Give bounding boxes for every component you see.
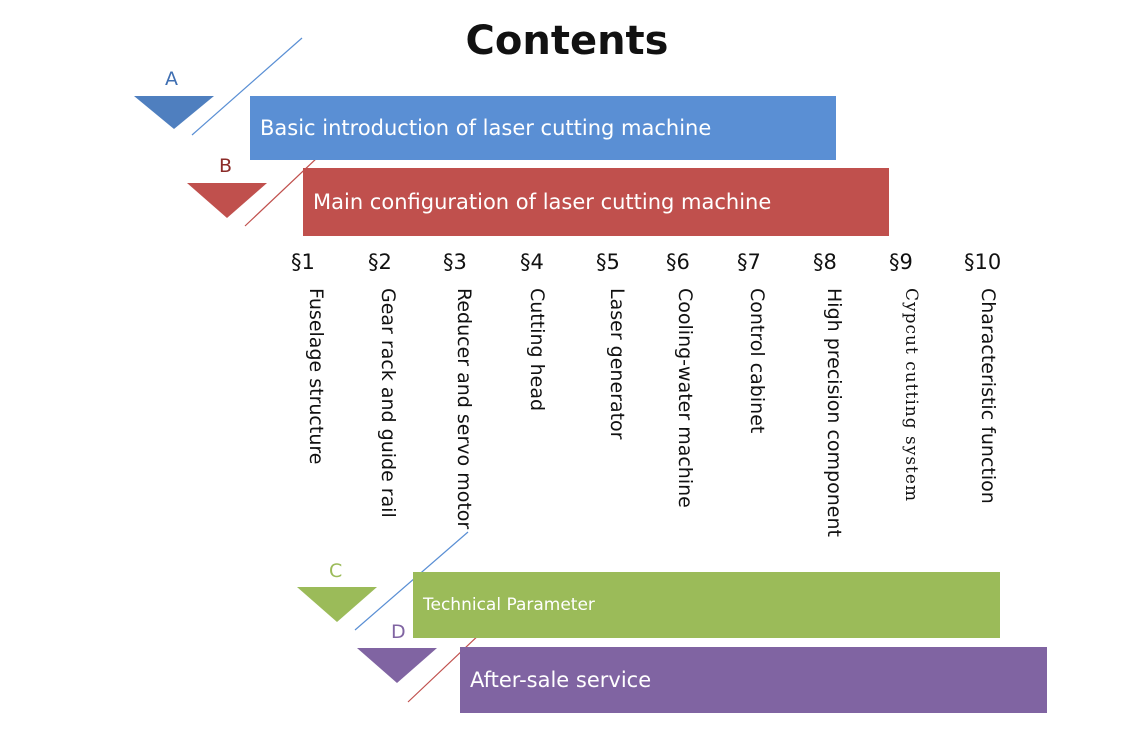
section-a-band[interactable]: Basic introduction of laser cutting mach… (250, 96, 836, 160)
item-4-number: §4 (520, 250, 544, 274)
item-10-number: §10 (964, 250, 1002, 274)
section-b-label: Main configuration of laser cutting mach… (313, 190, 772, 214)
item-1-number: §1 (291, 250, 315, 274)
section-b-triangle-icon (187, 183, 267, 218)
item-5-number: §5 (596, 250, 620, 274)
section-d-letter: D (391, 621, 406, 643)
section-a-triangle-icon (134, 96, 214, 129)
section-a-label: Basic introduction of laser cutting mach… (260, 116, 712, 140)
item-8-label[interactable]: High precision component (823, 288, 845, 537)
item-1-label[interactable]: Fuselage structure (305, 288, 327, 465)
item-8-number: §8 (813, 250, 837, 274)
item-9-label[interactable]: Cypcut cutting system (901, 288, 921, 503)
section-c-triangle-icon (297, 587, 377, 622)
item-4-label[interactable]: Cutting head (526, 288, 548, 412)
section-b-letter: B (219, 155, 233, 177)
item-6-number: §6 (666, 250, 690, 274)
item-5-label[interactable]: Laser generator (606, 288, 628, 440)
section-d-triangle-icon (357, 648, 437, 683)
section-b-band[interactable]: Main configuration of laser cutting mach… (303, 168, 889, 236)
section-c-band[interactable]: Technical Parameter (413, 572, 1000, 638)
item-10-label[interactable]: Characteristic function (977, 288, 999, 504)
item-9-number: §9 (889, 250, 913, 274)
section-c-letter: C (329, 560, 343, 582)
item-2-label[interactable]: Gear rack and guide rail (377, 288, 399, 518)
page-title: Contents (465, 18, 669, 64)
section-d-label: After-sale service (470, 668, 652, 692)
item-2-number: §2 (368, 250, 392, 274)
section-c-label: Technical Parameter (423, 595, 595, 615)
item-6-label[interactable]: Cooling-water machine (674, 288, 696, 508)
section-a-letter: A (165, 68, 178, 90)
item-7-number: §7 (737, 250, 761, 274)
section-d-band[interactable]: After-sale service (460, 647, 1047, 713)
item-7-label[interactable]: Control cabinet (746, 288, 768, 434)
item-3-label[interactable]: Reducer and servo motor (453, 288, 475, 530)
item-3-number: §3 (443, 250, 467, 274)
